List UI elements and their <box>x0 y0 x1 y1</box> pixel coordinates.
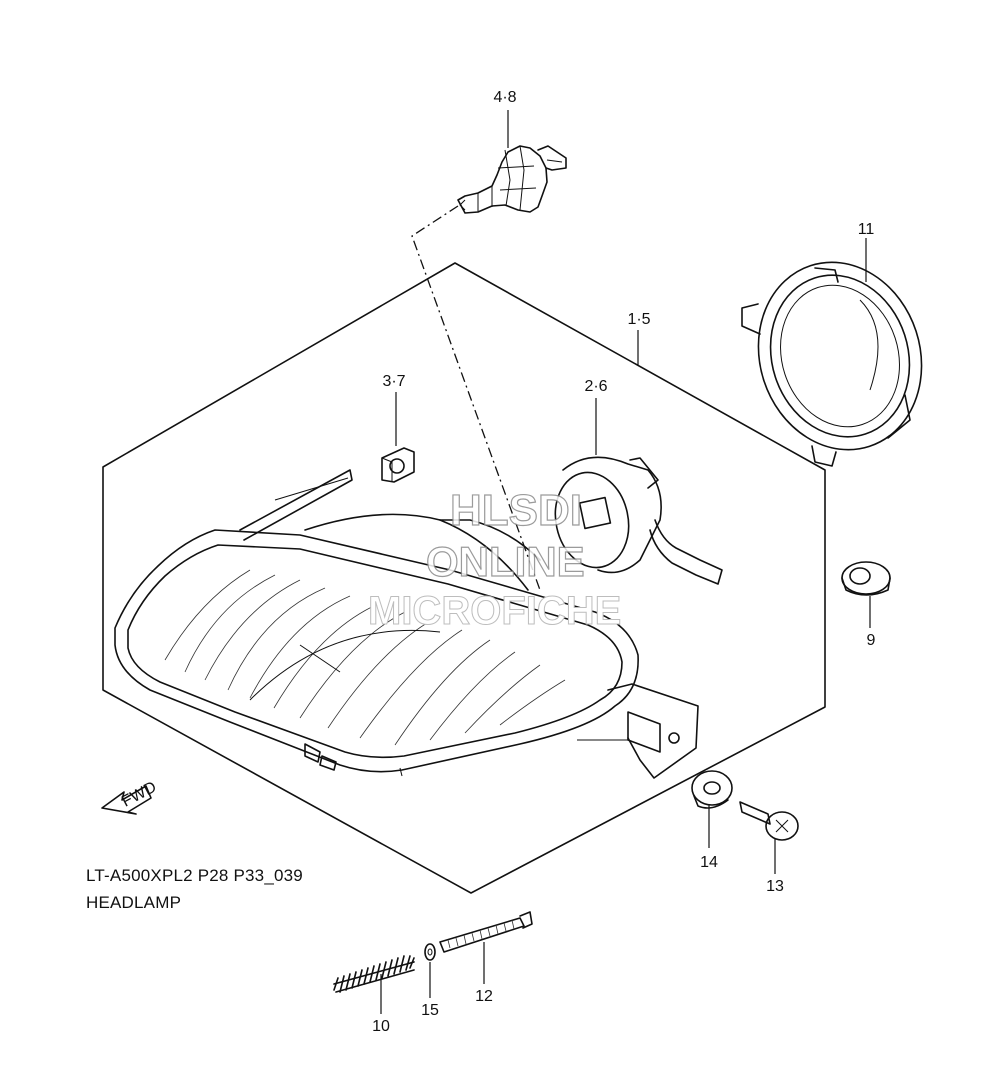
callout-3-7: 3·7 <box>382 373 405 390</box>
callout-4-8: 4·8 <box>493 89 516 106</box>
adjusting-screw-12 <box>439 911 533 953</box>
washer-15 <box>424 943 436 961</box>
fwd-arrow: FWD <box>101 779 159 815</box>
callout-labels: 4·8 1·5 3·7 2·6 11 9 14 13 10 15 12 <box>372 89 875 1035</box>
lens-ring <box>741 261 923 467</box>
watermark-line-1: HLSDI <box>450 486 582 535</box>
callout-leaders <box>380 110 871 1014</box>
spring-10 <box>333 955 415 993</box>
headlight-bulb <box>457 145 567 214</box>
bulb-socket <box>554 456 723 585</box>
grommet-9 <box>841 561 891 596</box>
bulb-dashed-leader <box>411 205 541 591</box>
callout-9: 9 <box>867 632 876 649</box>
callout-10: 10 <box>372 1018 390 1035</box>
model-code-caption: LT-A500XPL2 P28 P33_039 <box>86 866 303 885</box>
watermark-line-3: MICROFICHE <box>368 589 621 633</box>
screw-13 <box>739 801 799 841</box>
watermark: HLSDI ONLINE MICROFICHE <box>368 485 622 633</box>
headlamp-housing <box>114 469 699 779</box>
callout-15: 15 <box>421 1002 439 1019</box>
callout-14: 14 <box>700 854 718 871</box>
diagram-title: HEADLAMP <box>86 893 182 912</box>
callout-12: 12 <box>475 988 493 1005</box>
callout-13: 13 <box>766 878 784 895</box>
watermark-line-2: ONLINE <box>426 538 585 585</box>
washer-14 <box>691 770 733 809</box>
clip-nut <box>381 447 415 483</box>
callout-11: 11 <box>858 221 875 238</box>
assembly-boundary-box <box>102 262 826 894</box>
callout-2-6: 2·6 <box>584 378 607 395</box>
callout-1-5: 1·5 <box>627 311 650 328</box>
